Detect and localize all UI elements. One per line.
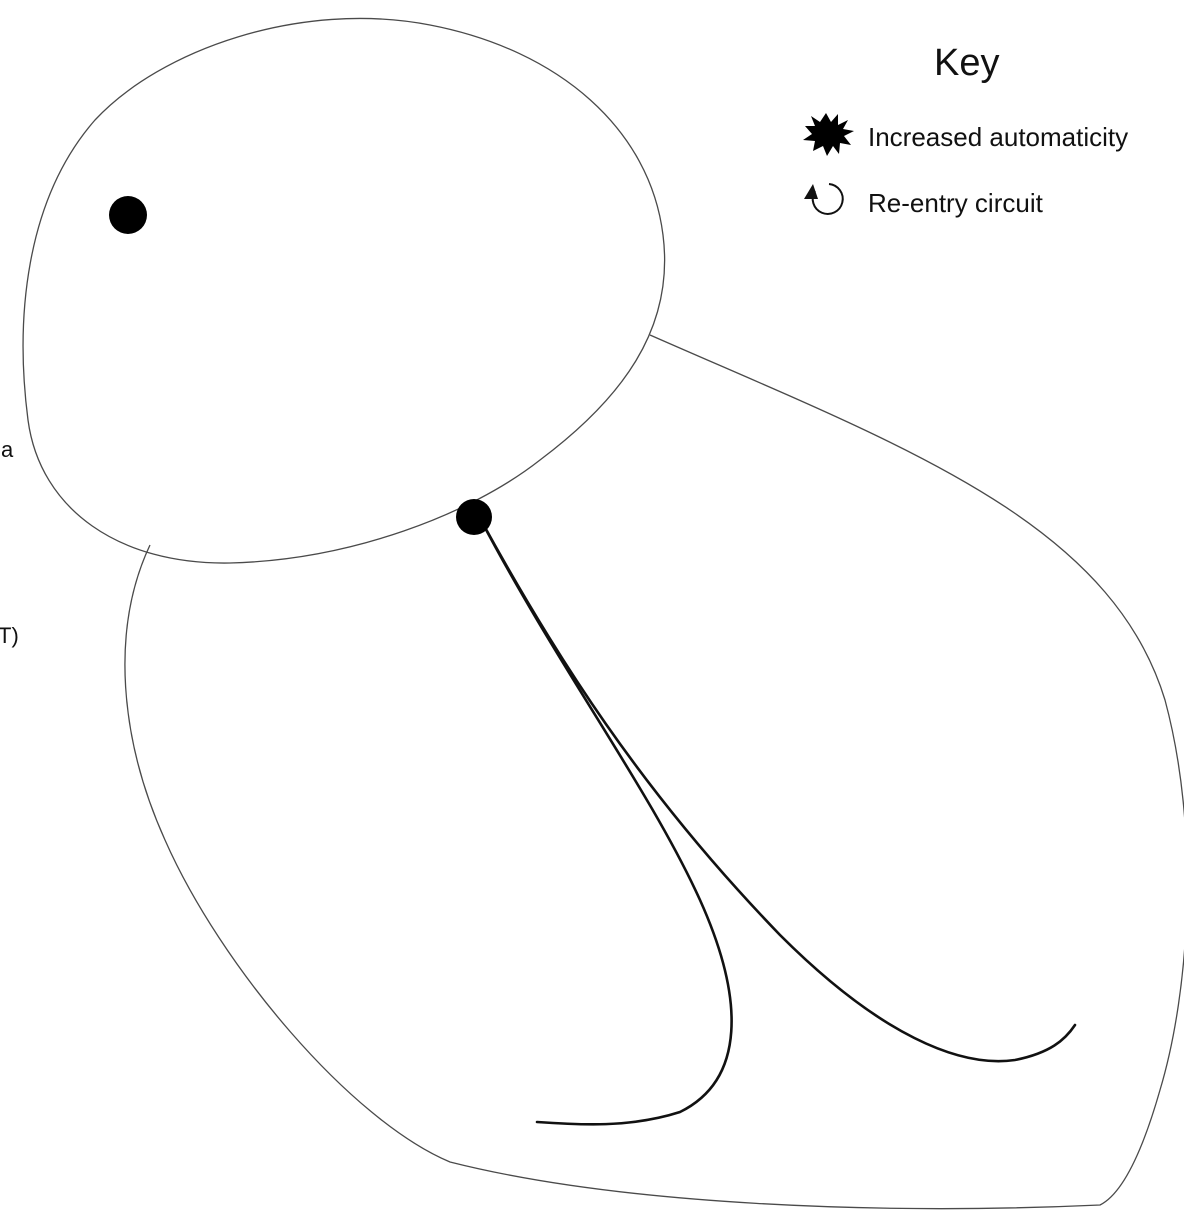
bundle-branch-right <box>480 520 1077 1063</box>
edge-label-fragment-1: a <box>1 437 14 462</box>
bundle-branch-left <box>480 520 733 1126</box>
edge-label-fragment-2: T) <box>0 623 19 648</box>
key-title: Key <box>934 42 999 84</box>
atrioventricular-node <box>456 499 492 535</box>
sinoatrial-node <box>109 196 147 234</box>
ventricles-outline <box>124 334 1184 1210</box>
key-item-label: Increased automaticity <box>868 122 1128 152</box>
key-item-label: Re-entry circuit <box>868 188 1044 218</box>
key: Key Increased automaticity Re-entry circ… <box>803 42 1128 218</box>
circular-arrow-icon <box>804 183 844 215</box>
starburst-icon <box>803 113 854 156</box>
atria-outline <box>22 17 666 564</box>
